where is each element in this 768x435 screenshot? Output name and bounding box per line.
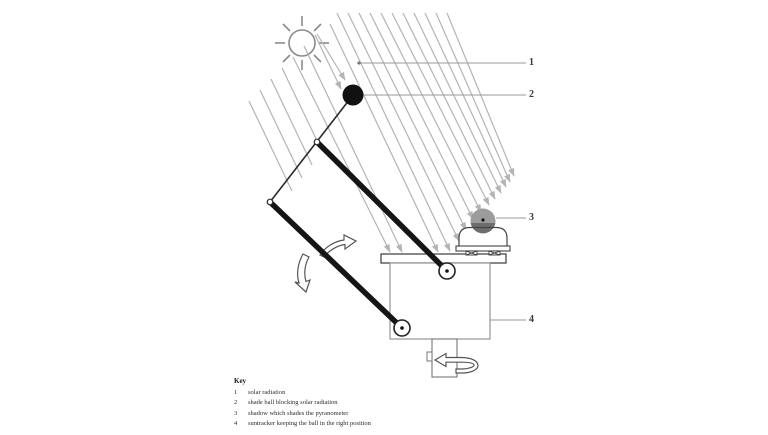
swing-arrow-down-icon — [294, 253, 311, 294]
solar-ray — [292, 56, 391, 253]
dome-center-dot — [481, 218, 485, 222]
pyranometer-body-outline — [458, 226, 508, 246]
key-row-4: 4 suntracker keeping the ball in the rig… — [234, 419, 371, 429]
solar-ray — [435, 12, 511, 183]
pyranometer-base — [455, 245, 511, 252]
solar-ray — [281, 67, 323, 152]
callout-label-1: 1 — [529, 57, 534, 68]
key-title: Key — [234, 377, 247, 385]
key-item-number: 1 — [234, 389, 238, 396]
pivot-upper — [438, 262, 456, 280]
solar-ray — [259, 89, 303, 179]
solar-ray — [424, 12, 507, 188]
key-row-3: 3 shadow which shades the pyranometer — [234, 409, 371, 419]
solar-radiation-rays — [248, 12, 515, 253]
callout-label-3: 3 — [529, 212, 534, 223]
callout-label-4: 4 — [529, 314, 534, 325]
key-row-2: 2 shade ball blocking solar radiation — [234, 398, 371, 408]
solar-ray — [358, 12, 467, 231]
leader-dot-1 — [357, 61, 361, 65]
pivot-lower — [393, 319, 411, 337]
callout-label-2: 2 — [529, 89, 534, 100]
pyranometer-feet — [465, 250, 501, 256]
swing-arrow-up-icon — [319, 234, 358, 258]
solar-ray — [329, 23, 439, 253]
mounting-plate — [380, 253, 507, 264]
shade-ball — [342, 84, 364, 106]
key-item-text: solar radiation — [248, 389, 286, 396]
rotation-arrow-icon — [433, 352, 479, 374]
key-item-number: 2 — [234, 399, 238, 407]
solar-ray — [402, 12, 496, 200]
key-row-1: 1 solar radiation — [234, 388, 371, 398]
key-item-text: shadow which shades the pyranometer — [248, 409, 349, 417]
solar-ray — [369, 12, 474, 220]
solar-ray — [248, 100, 293, 192]
solar-ray — [347, 12, 460, 242]
pyranometer — [455, 208, 511, 256]
tracker-arm-lower — [267, 199, 405, 331]
solar-ray — [316, 33, 346, 81]
solar-ray — [314, 34, 342, 90]
sun-icon — [275, 16, 329, 70]
solar-ray — [303, 45, 403, 253]
key-item-number: 3 — [234, 409, 238, 417]
solar-ray — [380, 12, 482, 213]
shade-ball-strut — [269, 94, 354, 203]
solar-ray — [413, 12, 502, 194]
key-item-text: shade ball blocking solar radiation — [248, 399, 338, 407]
strut-joint-upper — [313, 138, 321, 146]
key-item-text: suntracker keeping the ball in the right… — [248, 419, 371, 427]
key-item-number: 4 — [234, 419, 238, 427]
strut-joint-lower — [266, 198, 274, 206]
solar-ray — [391, 12, 490, 206]
tracker-arm-upper — [314, 139, 450, 274]
pyranometer-body-fill — [459, 227, 507, 246]
solar-ray — [270, 78, 313, 166]
key-legend: Key 1 solar radiation 2 shade ball block… — [234, 377, 371, 429]
solar-ray — [336, 12, 451, 252]
pyranometer-dome-shadow — [470, 223, 496, 234]
